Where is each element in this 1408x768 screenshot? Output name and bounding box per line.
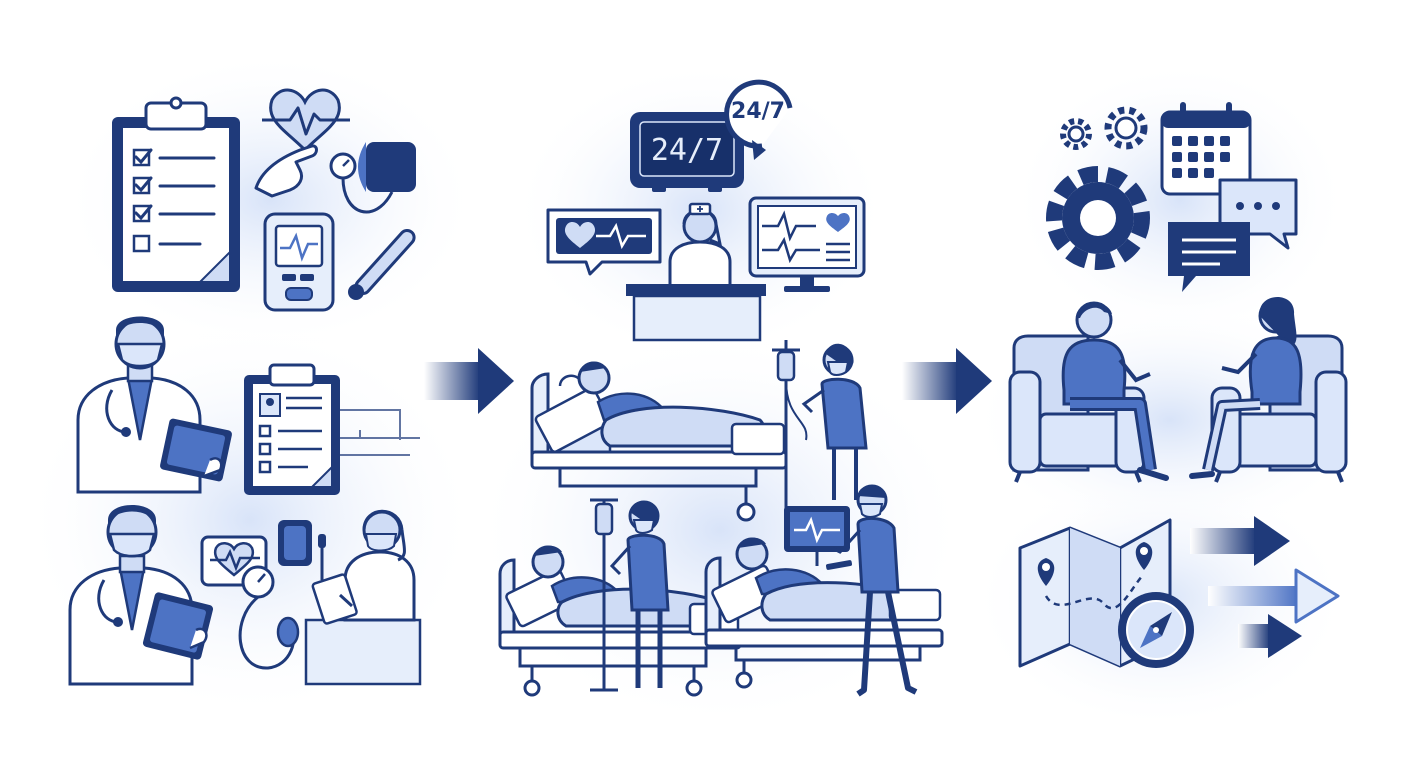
vital-signs-monitor-icon bbox=[748, 196, 866, 292]
forward-arrows-icon bbox=[1190, 516, 1340, 658]
nurse-icon bbox=[801, 343, 868, 500]
thermometer-icon bbox=[348, 228, 416, 300]
doctor-with-clipboard-icon bbox=[68, 505, 214, 686]
compass-icon bbox=[1118, 592, 1194, 668]
cycle-clock-text: 24/7 bbox=[731, 99, 785, 124]
counseling-session-icon bbox=[1008, 296, 1348, 483]
iv-drip-icon bbox=[772, 340, 808, 520]
arrow-assessment-to-care bbox=[424, 348, 514, 414]
gears-icon bbox=[1060, 106, 1148, 150]
nurse-writing-icon bbox=[304, 509, 422, 686]
heart-chart-icon bbox=[200, 535, 268, 587]
clock-display-text: 24/7 bbox=[651, 133, 723, 168]
sphygmomanometer-icon bbox=[238, 520, 326, 670]
large-gear-icon bbox=[1046, 166, 1150, 270]
panel-inpatient-care: 24/7 24/7 bbox=[498, 79, 944, 697]
blood-pressure-cuff-icon bbox=[329, 142, 416, 214]
office-background-lines bbox=[340, 409, 420, 456]
nurse-at-desk-icon bbox=[626, 202, 766, 342]
cycle-clock-icon: 24/7 bbox=[724, 79, 793, 160]
location-pin-icon bbox=[1037, 542, 1153, 586]
checklist-clipboard-icon bbox=[112, 96, 240, 292]
arrow-care-to-followup bbox=[902, 348, 992, 414]
calendar-icon bbox=[1160, 102, 1252, 196]
bp-monitor-icon bbox=[263, 212, 335, 312]
doctor-with-tablet-icon bbox=[76, 316, 232, 494]
panel-assessment bbox=[68, 88, 422, 686]
panel-follow-up bbox=[1008, 102, 1348, 668]
hospital-beds-icon bbox=[498, 484, 944, 697]
heart-monitor-icon bbox=[546, 208, 662, 276]
patient-record-clipboard-icon bbox=[244, 363, 340, 495]
chat-bubbles-icon bbox=[1168, 178, 1298, 292]
pointing-hand-icon bbox=[254, 144, 318, 198]
digital-clock-icon: 24/7 bbox=[630, 112, 744, 192]
heart-pulse-icon bbox=[262, 88, 350, 153]
